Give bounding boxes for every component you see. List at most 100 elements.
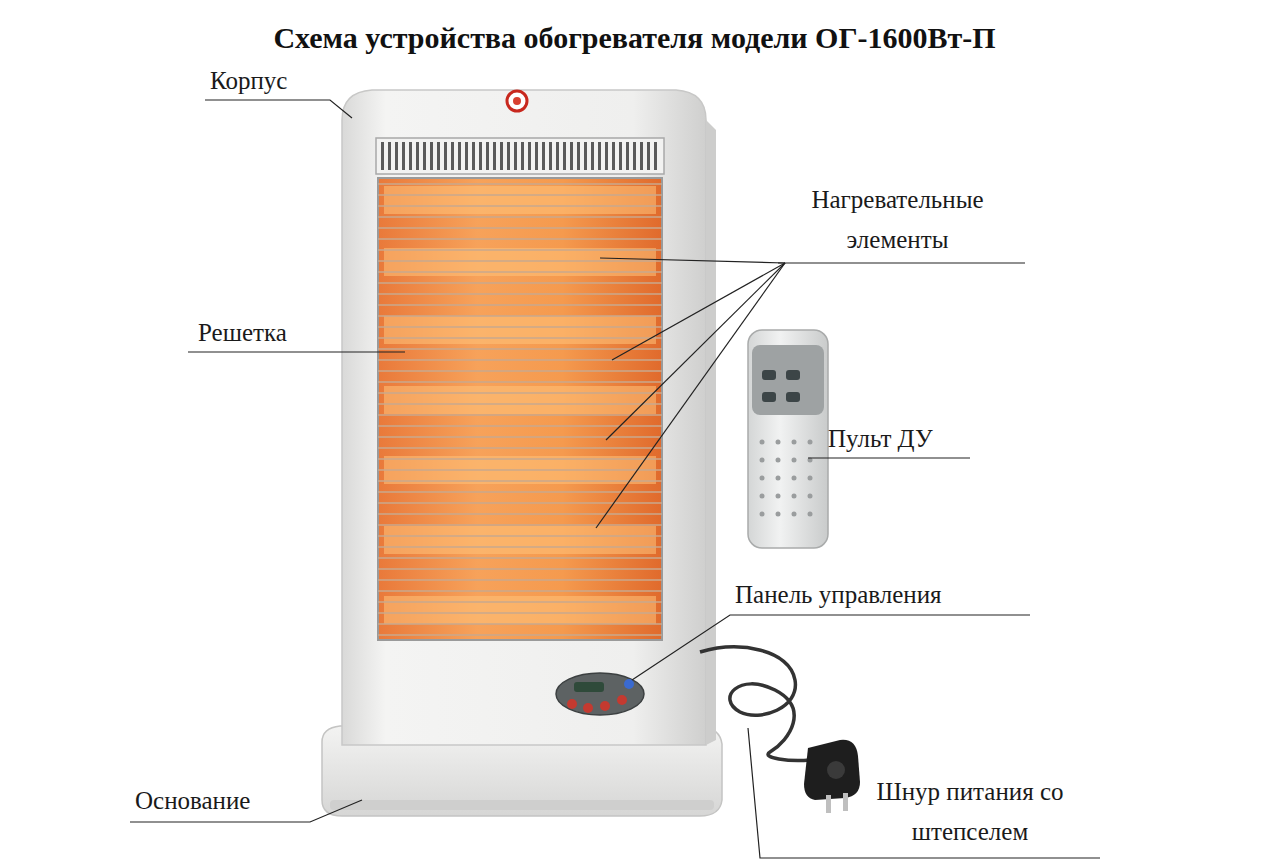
remote-button (760, 476, 765, 481)
grille-bar (378, 623, 662, 624)
remote-button (792, 458, 797, 463)
control-panel (556, 673, 644, 715)
vent-slat (556, 142, 559, 170)
vent-slat (402, 142, 405, 170)
vent-slat (654, 142, 657, 170)
remote-button (760, 458, 765, 463)
grille-bar (378, 403, 662, 404)
vent-slat (612, 142, 615, 170)
grille-bar (378, 227, 662, 228)
vent-slat (451, 142, 454, 170)
remote-button (760, 440, 765, 445)
vent-slat (542, 142, 545, 170)
vent-slat (409, 142, 412, 170)
remote-button (808, 476, 813, 481)
heating-window (378, 178, 662, 640)
heater-housing (342, 90, 716, 745)
remote-button (808, 494, 813, 499)
grille-bar (378, 337, 662, 338)
vent-slat (416, 142, 419, 170)
grille-bar (378, 326, 662, 327)
grille-bar (378, 293, 662, 294)
grille-bar (378, 601, 662, 602)
part-label: Решетка (198, 318, 287, 347)
grille-bar (378, 414, 662, 415)
grille-bar (378, 205, 662, 206)
vent-slat (535, 142, 538, 170)
vent-slat (633, 142, 636, 170)
grille-bar (378, 370, 662, 371)
remote-button (792, 476, 797, 481)
vent-slat (388, 142, 391, 170)
remote-button (776, 440, 781, 445)
vent-slat (430, 142, 433, 170)
vent-slat (619, 142, 622, 170)
vent-slat (528, 142, 531, 170)
vent-slat (598, 142, 601, 170)
grille-bar (378, 524, 662, 525)
vent-slat (423, 142, 426, 170)
grille-bar (378, 260, 662, 261)
vent-slat (486, 142, 489, 170)
grille-bar (378, 458, 662, 459)
grille-bar (378, 271, 662, 272)
vent-slat (479, 142, 482, 170)
part-label: Корпус (210, 66, 287, 95)
grille-bar (378, 392, 662, 393)
grille-bar (378, 469, 662, 470)
vent-slat (577, 142, 580, 170)
heating-element (384, 596, 656, 624)
grille-bar (378, 502, 662, 503)
vent-slat (514, 142, 517, 170)
remote-button (808, 512, 813, 517)
grille-bar (378, 491, 662, 492)
remote-button (792, 440, 797, 445)
diagram-title: Схема устройства обогревателя модели ОГ-… (0, 18, 1269, 58)
grille-bar (378, 557, 662, 558)
vent-slat (472, 142, 475, 170)
vent-slat (493, 142, 496, 170)
grille-bar (378, 568, 662, 569)
grille-bar (378, 194, 662, 195)
part-label: Панель управления (735, 580, 942, 609)
grille-bar (378, 612, 662, 613)
heating-element (384, 186, 656, 214)
remote-button (792, 512, 797, 517)
vent-slat (444, 142, 447, 170)
remote-button (760, 494, 765, 499)
vent-slat (507, 142, 510, 170)
vent-slat (458, 142, 461, 170)
part-label: Нагревательные элементы (770, 180, 1025, 260)
leader-lines (130, 100, 1100, 858)
grille-bar (378, 315, 662, 316)
vent-slat (584, 142, 587, 170)
grille-bar (378, 634, 662, 635)
vent-slat (570, 142, 573, 170)
grille-bar (378, 480, 662, 481)
grille-bar (378, 216, 662, 217)
remote-button (776, 512, 781, 517)
grille-bar (378, 590, 662, 591)
grille-bar (378, 513, 662, 514)
vent-slat (591, 142, 594, 170)
vent-slat (437, 142, 440, 170)
remote-button (776, 494, 781, 499)
vent-slat (521, 142, 524, 170)
grille-bar (378, 359, 662, 360)
part-label: Пульт ДУ (828, 424, 933, 453)
remote-button (776, 458, 781, 463)
vent-slat (647, 142, 650, 170)
vent-slat (549, 142, 552, 170)
vent-slat (626, 142, 629, 170)
vent-slat (563, 142, 566, 170)
heating-element (384, 316, 656, 344)
grille-bar (378, 304, 662, 305)
part-label: Основание (135, 786, 250, 815)
vent-slat (395, 142, 398, 170)
grille-bar (378, 579, 662, 580)
remote-button (776, 476, 781, 481)
remote-button (760, 512, 765, 517)
heating-element (384, 386, 656, 414)
